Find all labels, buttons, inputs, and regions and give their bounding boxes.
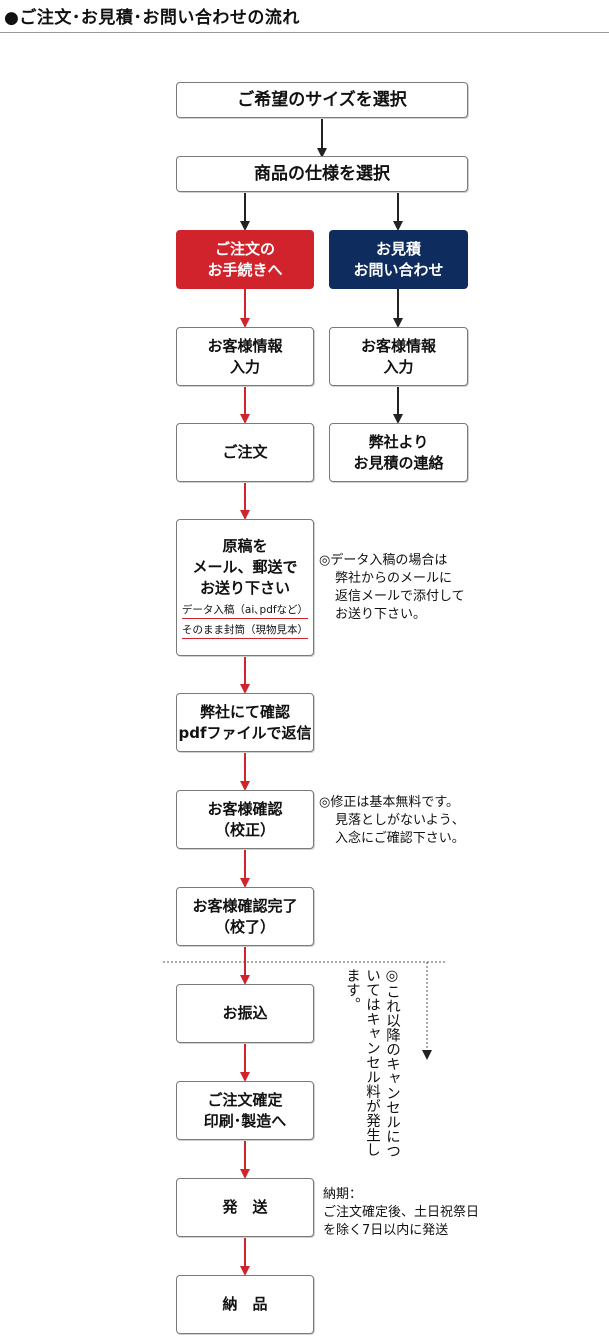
step-shipping: 発 送 bbox=[176, 1178, 314, 1237]
step-proof-done: お客様確認完了 （校了） bbox=[176, 887, 314, 946]
note-correction: ◎修正は基本無料です。 見落としがないよう、 入念にご確認下さい。 bbox=[319, 795, 465, 846]
step-order-confirmed: ご注文確定 印刷･製造へ bbox=[176, 1081, 314, 1140]
page-title: ●ご注文･お見積･お問い合わせの流れ bbox=[4, 8, 300, 28]
step-customer-info-order: お客様情報 入力 bbox=[176, 327, 314, 386]
step-estimate-contact: 弊社より お見積の連絡 bbox=[329, 423, 468, 482]
step-proof-check: お客様確認 （校正） bbox=[176, 790, 314, 849]
note-data-submission: ◎データ入稿の場合は 弊社からのメールに 返信メールで添付して お送り下さい。 bbox=[319, 553, 465, 622]
step-order: ご注文 bbox=[176, 423, 314, 482]
send-option-data: データ入稿（ai､pdfなど） bbox=[181, 603, 309, 619]
step-send-manuscript: 原稿を メール、郵送で お送り下さい データ入稿（ai､pdfなど） そのまま封… bbox=[176, 519, 314, 656]
step-inquiry: お見積 お問い合わせ bbox=[329, 230, 468, 289]
note-delivery-time: 納期： ご注文確定後、土日祝祭日 を除く7日以内に発送 bbox=[323, 1187, 480, 1238]
step-confirm-pdf: 弊社にて確認 pdfファイルで返信 bbox=[176, 693, 314, 752]
step-order-start: ご注文の お手続きへ bbox=[176, 230, 314, 289]
title-divider bbox=[0, 32, 609, 33]
step-delivery: 納 品 bbox=[176, 1275, 314, 1334]
note-cancellation: ◎これ以降のキャンセルについてはキャンセル料が発生します。 bbox=[344, 968, 400, 1158]
step-select-spec: 商品の仕様を選択 bbox=[176, 156, 468, 192]
send-option-mail: そのまま封筒（現物見本） bbox=[182, 623, 308, 639]
step-customer-info-inquiry: お客様情報 入力 bbox=[329, 327, 468, 386]
step-select-size: ご希望のサイズを選択 bbox=[176, 82, 468, 118]
step-payment: お振込 bbox=[176, 984, 314, 1043]
cancel-arrow-head bbox=[422, 1050, 432, 1060]
